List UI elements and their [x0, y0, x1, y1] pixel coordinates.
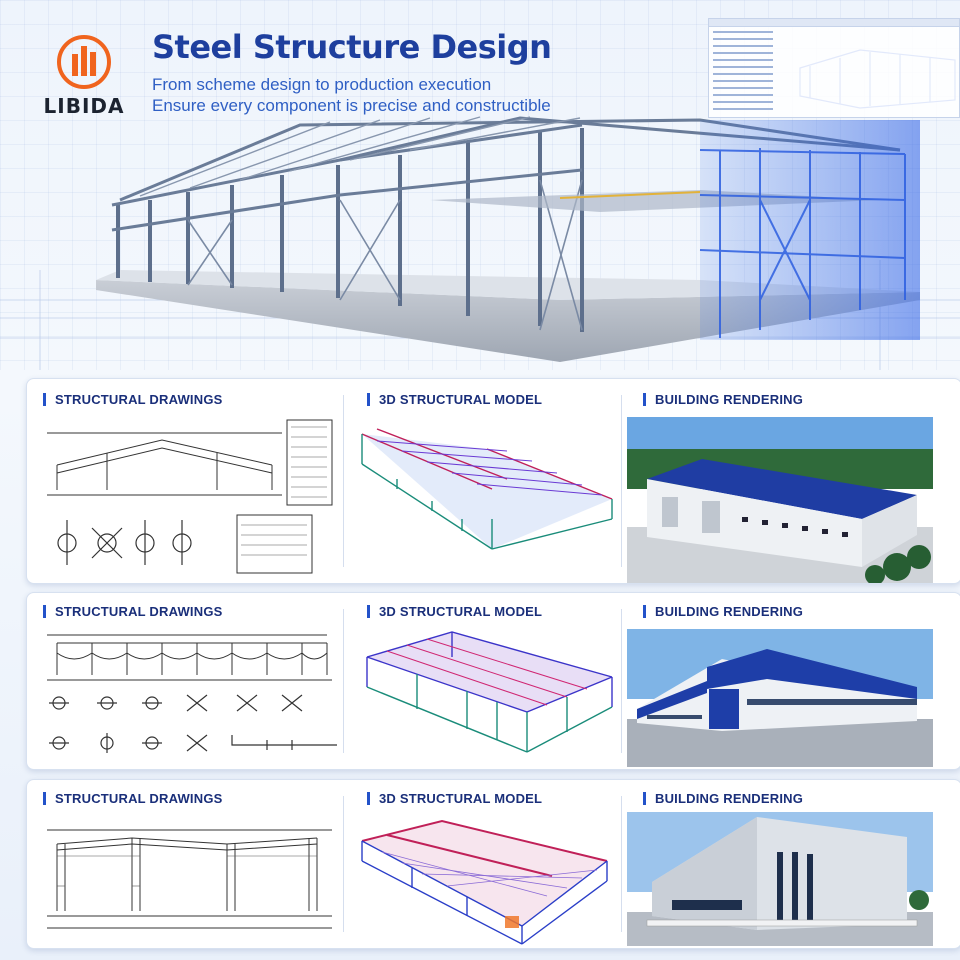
page-subtitle-line2: Ensure every component is precise and co… — [152, 96, 551, 115]
structural-drawing-thumbnail — [47, 829, 332, 929]
drawings-label: STRUCTURAL DRAWINGS — [43, 791, 223, 806]
hero-banner: LIBIDA Steel Structure Design From schem… — [0, 0, 960, 370]
3d-structural-model-thumbnail — [361, 819, 608, 945]
cad-software-window — [708, 18, 960, 118]
structural-drawing-thumbnail — [47, 634, 337, 753]
column-divider — [621, 609, 622, 753]
rendering-label: BUILDING RENDERING — [643, 791, 803, 806]
drawings-label: STRUCTURAL DRAWINGS — [43, 392, 223, 407]
column-divider — [343, 609, 344, 753]
libida-logo-icon — [57, 35, 111, 89]
column-divider — [621, 796, 622, 932]
model-label: 3D STRUCTURAL MODEL — [367, 604, 542, 619]
model-label: 3D STRUCTURAL MODEL — [367, 392, 542, 407]
steel-warehouse-illustration — [0, 49, 960, 370]
structural-drawing-thumbnail — [47, 419, 333, 574]
column-divider — [621, 395, 622, 567]
drawings-label: STRUCTURAL DRAWINGS — [43, 604, 223, 619]
design-row-3: STRUCTURAL DRAWINGS 3D STRUCTURAL MODEL … — [26, 779, 960, 949]
page-title: Steel Structure Design — [152, 28, 552, 66]
brand-name: LIBIDA — [43, 94, 125, 118]
building-rendering-thumbnail — [627, 417, 933, 583]
rendering-label: BUILDING RENDERING — [643, 392, 803, 407]
3d-structural-model-thumbnail — [361, 428, 613, 550]
building-rendering-thumbnail — [627, 812, 933, 946]
building-rendering-thumbnail — [627, 629, 933, 767]
model-tree-panel — [713, 31, 773, 115]
brand-logo: LIBIDA — [34, 34, 134, 118]
column-divider — [343, 395, 344, 567]
model-label: 3D STRUCTURAL MODEL — [367, 791, 542, 806]
page-subtitle-line1: From scheme design to production executi… — [152, 75, 492, 94]
column-divider — [343, 796, 344, 932]
design-row-2: STRUCTURAL DRAWINGS 3D STRUCTURAL MODEL … — [26, 592, 960, 770]
design-row-1: STRUCTURAL DRAWINGS 3D STRUCTURAL MODEL … — [26, 378, 960, 584]
rendering-label: BUILDING RENDERING — [643, 604, 803, 619]
3d-structural-model-thumbnail — [366, 631, 613, 753]
window-titlebar — [709, 19, 959, 27]
